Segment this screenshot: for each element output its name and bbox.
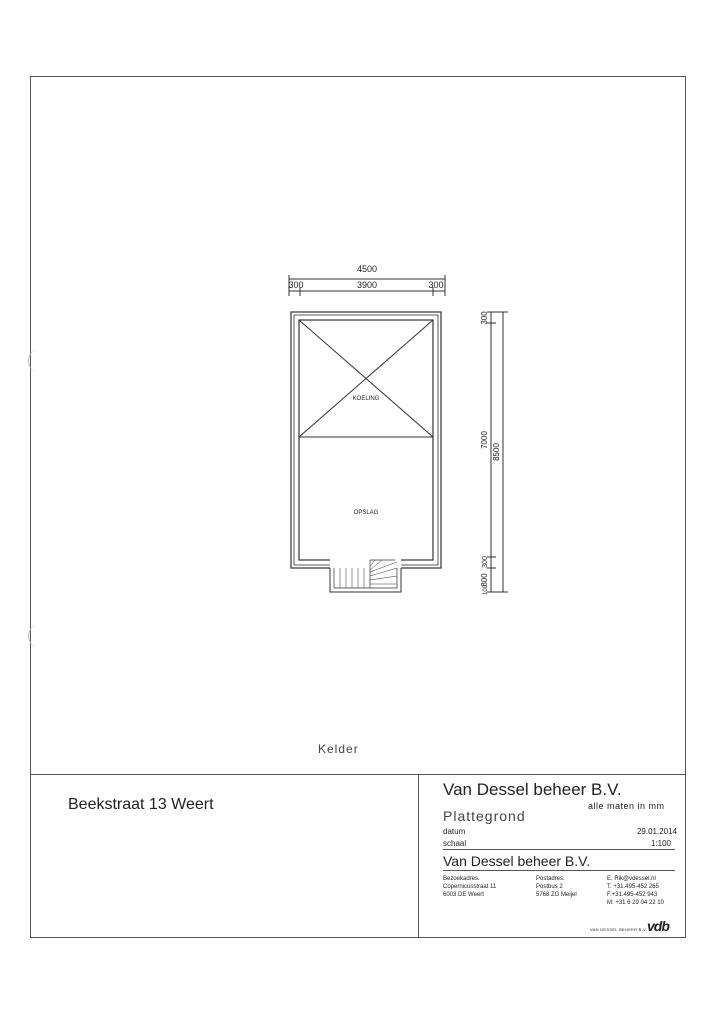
project-title: Beekstraat 13 Weert	[68, 796, 214, 813]
stair-enclosure	[333, 568, 398, 589]
contact-fax: F.+31.495-452 943	[607, 892, 658, 898]
post-address-label: Postadres.	[536, 876, 565, 882]
stair-enclosure	[329, 568, 402, 593]
punch-hole	[28, 625, 47, 647]
logo-text: VAN DESSEL BEHEER B.V.	[590, 927, 648, 932]
dim-left-wall: 300	[288, 280, 303, 290]
titleblock-divider	[418, 774, 419, 938]
floor-label: Kelder	[318, 742, 359, 756]
document-type: Plattegrond	[443, 808, 526, 824]
contact-mobile: M: +31 6 29 04 22 10	[607, 900, 664, 906]
dim-right-wall: 300	[428, 280, 443, 290]
visit-address-label: Bezoekadres.	[443, 876, 480, 882]
dim-inner-width: 3900	[357, 280, 377, 290]
dim-top-wall: 300	[480, 311, 489, 325]
dim-stair: 800	[480, 573, 489, 587]
inner-wall	[298, 319, 434, 561]
post-address-box: Postbus 2	[536, 884, 563, 890]
datum-value: 29.01.2014	[636, 827, 677, 836]
punch-hole	[28, 350, 47, 372]
visit-address-street: Copernicusstraat 11	[443, 884, 497, 890]
post-address: Postadres. Postbus 2 5768 ZG Meijel	[536, 875, 577, 899]
datum-label: datum	[443, 827, 466, 836]
titleblock-line	[443, 849, 675, 850]
dim-inner-length: 7000	[480, 431, 489, 449]
outer-wall	[290, 311, 442, 569]
titleblock-top-line	[30, 774, 686, 775]
visit-address-city: 6003 DE Weert	[443, 892, 484, 898]
measurement-note: alle maten in mm	[588, 801, 665, 811]
room-opslag: OPSLAG	[354, 510, 379, 516]
post-address-city: 5768 ZG Meijel	[536, 892, 577, 898]
contact-info: E. Rik@vdessel.nl T. +31.495-452 265 F.+…	[607, 875, 664, 907]
drawing-sheet	[30, 76, 686, 938]
room-koeling: KOELING	[353, 396, 380, 402]
dim-total-width: 4500	[357, 264, 377, 274]
stair-steps	[339, 559, 398, 588]
company-name-secondary: Van Dessel beheer B.V.	[443, 853, 591, 869]
dim-step: 100	[483, 584, 489, 595]
contact-phone: T. +31.495-452 265	[607, 884, 659, 890]
dim-bottom-wall: 300	[482, 556, 489, 568]
company-name: Van Dessel beheer B.V.	[443, 780, 622, 799]
dim-total-length: 8500	[492, 443, 501, 461]
koeling-cross	[298, 319, 434, 438]
wall-line	[293, 314, 439, 566]
schaal-label: schaal	[443, 839, 467, 848]
titleblock-line	[443, 870, 675, 871]
contact-email: E. Rik@vdessel.nl	[607, 876, 656, 882]
company-logo: vdb	[647, 918, 670, 934]
schaal-value: 1:100	[650, 839, 671, 848]
visit-address: Bezoekadres. Copernicusstraat 11 6003 DE…	[443, 875, 496, 899]
